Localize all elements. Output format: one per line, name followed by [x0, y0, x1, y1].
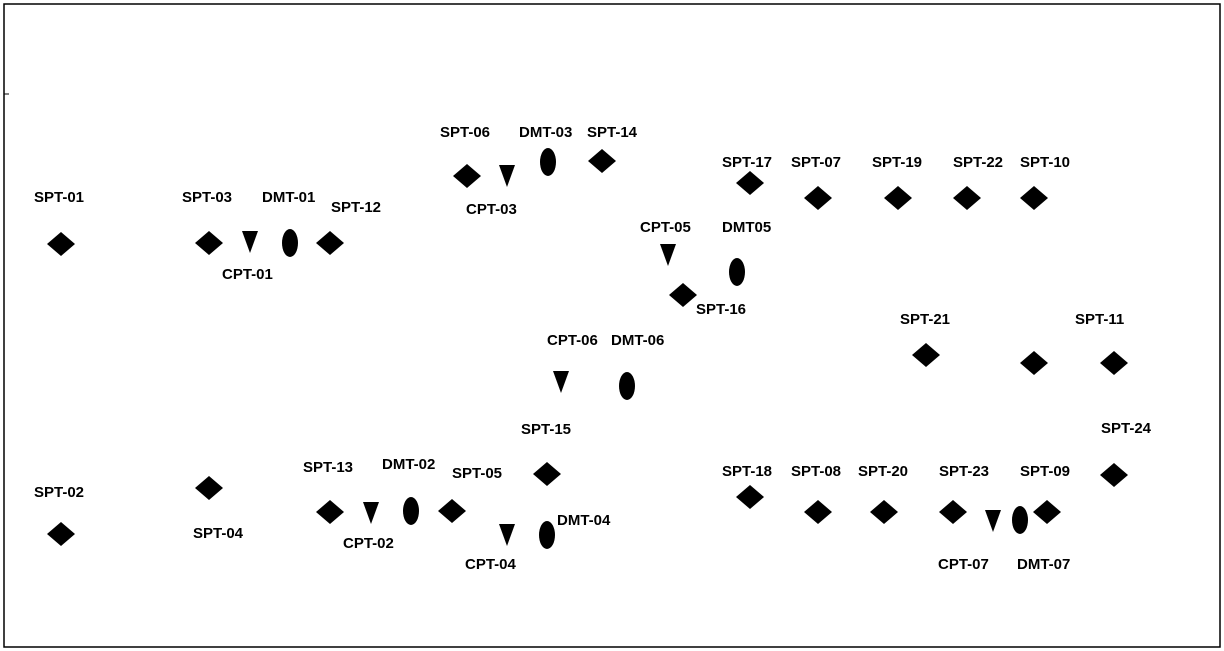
cpt-02-label: CPT-02	[343, 535, 394, 552]
spt-05-diamond-marker	[438, 499, 466, 523]
dmt-07-ellipse-marker	[1012, 506, 1028, 534]
dmt-02-ellipse-marker	[403, 497, 419, 525]
spt-17-diamond-marker	[736, 171, 764, 195]
spt-08-diamond-marker	[804, 500, 832, 524]
spt-16-label: SPT-16	[696, 301, 746, 318]
spt-22-diamond-marker	[953, 186, 981, 210]
spt-23-label: SPT-23	[939, 463, 989, 480]
cpt-02-downward-triangle-marker	[363, 502, 379, 524]
spt-09-label: SPT-09	[1020, 463, 1070, 480]
spt-14-diamond-marker	[588, 149, 616, 173]
spt-15-label: SPT-15	[521, 421, 571, 438]
cpt-07-downward-triangle-marker	[985, 510, 1001, 532]
dmt-06-label: DMT-06	[611, 332, 664, 349]
spt-18-diamond-marker	[736, 485, 764, 509]
spt-01-diamond-marker	[47, 232, 75, 256]
spt-01-label: SPT-01	[34, 189, 84, 206]
spt-20-label: SPT-20	[858, 463, 908, 480]
spt-24-label: SPT-24	[1101, 420, 1152, 437]
spt-11-label: SPT-11	[1075, 311, 1124, 328]
dmt-07-label: DMT-07	[1017, 556, 1070, 573]
spt-10-label: SPT-10	[1020, 154, 1070, 171]
spt-02-diamond-marker	[47, 522, 75, 546]
cpt-06-label: CPT-06	[547, 332, 598, 349]
spt-20-diamond-marker	[870, 500, 898, 524]
dmt-01-ellipse-marker	[282, 229, 298, 257]
spt-12-diamond-marker	[316, 231, 344, 255]
spt-23-diamond-marker	[939, 500, 967, 524]
spt-19-diamond-marker	[884, 186, 912, 210]
spt-11-adjacent-diamond-marker	[1020, 351, 1048, 375]
cpt-03-label: CPT-03	[466, 201, 517, 218]
spt-15-diamond-marker	[533, 462, 561, 486]
dmt-06-ellipse-marker	[619, 372, 635, 400]
spt-18-label: SPT-18	[722, 463, 772, 480]
dmt-02-label: DMT-02	[382, 456, 435, 473]
labels-layer: SPT-01SPT-02SPT-03SPT-04SPT-05SPT-06SPT-…	[34, 124, 1152, 573]
cpt-01-label: CPT-01	[222, 266, 273, 283]
map-frame	[3, 3, 1221, 648]
spt-07-diamond-marker	[804, 186, 832, 210]
cpt-04-downward-triangle-marker	[499, 524, 515, 546]
dmt-04-label: DMT-04	[557, 512, 611, 529]
spt-13-label: SPT-13	[303, 459, 353, 476]
spt-13-diamond-marker	[316, 500, 344, 524]
spt-07-label: SPT-07	[791, 154, 841, 171]
spt-12-label: SPT-12	[331, 199, 381, 216]
dmt05-ellipse-marker	[729, 258, 745, 286]
spt-14-label: SPT-14	[587, 124, 638, 141]
markers-layer	[47, 148, 1128, 549]
dmt05-label: DMT05	[722, 219, 771, 236]
spt-08-label: SPT-08	[791, 463, 841, 480]
spt-03-diamond-marker	[195, 231, 223, 255]
spt-21-diamond-marker	[912, 343, 940, 367]
cpt-03-downward-triangle-marker	[499, 165, 515, 187]
dmt-03-ellipse-marker	[540, 148, 556, 176]
cpt-01-downward-triangle-marker	[242, 231, 258, 253]
spt-16-diamond-marker	[669, 283, 697, 307]
spt-24-diamond-marker	[1100, 463, 1128, 487]
spt-22-label: SPT-22	[953, 154, 1003, 171]
spt-17-label: SPT-17	[722, 154, 772, 171]
spt-04-diamond-marker	[195, 476, 223, 500]
cpt-05-downward-triangle-marker	[660, 244, 676, 266]
spt-05-label: SPT-05	[452, 465, 502, 482]
dmt-04-ellipse-marker	[539, 521, 555, 549]
spt-02-label: SPT-02	[34, 484, 84, 501]
spt-19-label: SPT-19	[872, 154, 922, 171]
spt-10-diamond-marker	[1020, 186, 1048, 210]
spt-09-diamond-marker	[1033, 500, 1061, 524]
spt-11-diamond-marker	[1100, 351, 1128, 375]
cpt-07-label: CPT-07	[938, 556, 989, 573]
cpt-04-label: CPT-04	[465, 556, 517, 573]
spt-21-label: SPT-21	[900, 311, 950, 328]
spt-03-label: SPT-03	[182, 189, 232, 206]
spt-04-label: SPT-04	[193, 525, 244, 542]
cpt-06-downward-triangle-marker	[553, 371, 569, 393]
cpt-05-label: CPT-05	[640, 219, 691, 236]
spt-06-diamond-marker	[453, 164, 481, 188]
dmt-03-label: DMT-03	[519, 124, 572, 141]
spt-06-label: SPT-06	[440, 124, 490, 141]
dmt-01-label: DMT-01	[262, 189, 315, 206]
